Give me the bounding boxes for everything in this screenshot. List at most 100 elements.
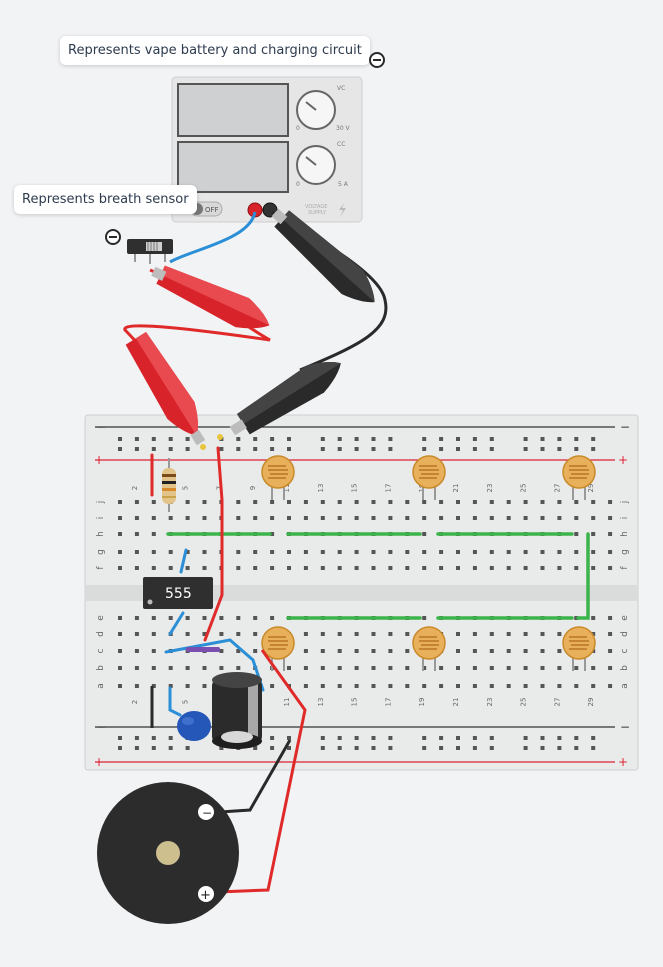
terminal-hole[interactable] bbox=[388, 632, 393, 636]
terminal-hole[interactable] bbox=[489, 666, 494, 670]
rail-hole[interactable] bbox=[472, 746, 477, 750]
terminal-hole[interactable] bbox=[337, 666, 342, 670]
rail-hole[interactable] bbox=[185, 746, 190, 750]
terminal-hole[interactable] bbox=[523, 516, 528, 520]
rail-hole[interactable] bbox=[320, 736, 325, 740]
terminal-hole[interactable] bbox=[236, 566, 241, 570]
rail-hole[interactable] bbox=[270, 437, 275, 441]
rail-hole[interactable] bbox=[270, 746, 275, 750]
buzzer-negative-wire[interactable] bbox=[219, 739, 292, 814]
rail-hole[interactable] bbox=[151, 437, 156, 441]
photoresistor[interactable] bbox=[562, 626, 596, 671]
terminal-hole[interactable] bbox=[320, 516, 325, 520]
rail-hole[interactable] bbox=[422, 437, 427, 441]
rail-hole[interactable] bbox=[219, 746, 224, 750]
rail-hole[interactable] bbox=[168, 447, 173, 451]
terminal-hole[interactable] bbox=[405, 632, 410, 636]
terminal-hole[interactable] bbox=[303, 500, 308, 504]
terminal-hole[interactable] bbox=[253, 516, 258, 520]
rail-hole[interactable] bbox=[557, 437, 562, 441]
rail-hole[interactable] bbox=[540, 746, 545, 750]
blue-supply-lead[interactable] bbox=[169, 211, 257, 264]
terminal-hole[interactable] bbox=[337, 516, 342, 520]
terminal-hole[interactable] bbox=[608, 566, 613, 570]
rail-hole[interactable] bbox=[270, 736, 275, 740]
terminal-hole[interactable] bbox=[456, 550, 460, 554]
terminal-hole[interactable] bbox=[303, 632, 308, 636]
terminal-hole[interactable] bbox=[337, 550, 342, 554]
terminal-hole[interactable] bbox=[371, 516, 376, 520]
terminal-hole[interactable] bbox=[202, 666, 207, 670]
black-clip-2[interactable] bbox=[224, 350, 350, 445]
rail-hole[interactable] bbox=[388, 447, 393, 451]
terminal-hole[interactable] bbox=[472, 649, 477, 653]
terminal-hole[interactable] bbox=[354, 516, 359, 520]
rail-hole[interactable] bbox=[523, 447, 528, 451]
rail-hole[interactable] bbox=[591, 746, 596, 750]
terminal-hole[interactable] bbox=[523, 666, 528, 670]
rail-hole[interactable] bbox=[591, 447, 596, 451]
terminal-hole[interactable] bbox=[202, 566, 207, 570]
terminal-hole[interactable] bbox=[557, 684, 562, 688]
terminal-hole[interactable] bbox=[118, 566, 122, 570]
rail-hole[interactable] bbox=[337, 736, 342, 740]
terminal-hole[interactable] bbox=[168, 666, 173, 670]
rail-hole[interactable] bbox=[118, 447, 122, 451]
terminal-hole[interactable] bbox=[506, 516, 511, 520]
terminal-hole[interactable] bbox=[134, 684, 139, 688]
rail-hole[interactable] bbox=[371, 447, 376, 451]
terminal-hole[interactable] bbox=[371, 649, 376, 653]
terminal-hole[interactable] bbox=[151, 500, 156, 504]
terminal-hole[interactable] bbox=[371, 632, 376, 636]
buzzer-positive-wire[interactable] bbox=[217, 649, 307, 894]
terminal-hole[interactable] bbox=[456, 516, 460, 520]
terminal-hole[interactable] bbox=[439, 566, 444, 570]
terminal-hole[interactable] bbox=[591, 500, 596, 504]
terminal-hole[interactable] bbox=[168, 616, 173, 620]
terminal-hole[interactable] bbox=[422, 550, 427, 554]
rail-hole[interactable] bbox=[134, 437, 139, 441]
terminal-hole[interactable] bbox=[506, 666, 511, 670]
terminal-hole[interactable] bbox=[608, 500, 613, 504]
rail-hole[interactable] bbox=[134, 746, 139, 750]
terminal-hole[interactable] bbox=[489, 550, 494, 554]
terminal-hole[interactable] bbox=[236, 649, 241, 653]
terminal-hole[interactable] bbox=[422, 666, 427, 670]
terminal-hole[interactable] bbox=[354, 649, 359, 653]
rail-hole[interactable] bbox=[219, 447, 224, 451]
terminal-hole[interactable] bbox=[354, 632, 359, 636]
terminal-hole[interactable] bbox=[236, 550, 241, 554]
terminal-hole[interactable] bbox=[185, 500, 190, 504]
terminal-hole[interactable] bbox=[591, 684, 596, 688]
rail-hole[interactable] bbox=[388, 437, 393, 441]
terminal-hole[interactable] bbox=[540, 666, 545, 670]
terminal-hole[interactable] bbox=[405, 566, 410, 570]
terminal-hole[interactable] bbox=[185, 566, 190, 570]
rail-hole[interactable] bbox=[456, 736, 460, 740]
rail-hole[interactable] bbox=[151, 447, 156, 451]
terminal-hole[interactable] bbox=[557, 632, 562, 636]
terminal-hole[interactable] bbox=[118, 649, 122, 653]
photoresistor[interactable] bbox=[261, 455, 295, 500]
terminal-hole[interactable] bbox=[405, 666, 410, 670]
blue-wires[interactable] bbox=[164, 548, 265, 717]
rail-hole[interactable] bbox=[371, 746, 376, 750]
terminal-hole[interactable] bbox=[371, 500, 376, 504]
terminal-hole[interactable] bbox=[287, 566, 291, 570]
terminal-hole[interactable] bbox=[540, 566, 545, 570]
terminal-hole[interactable] bbox=[371, 684, 376, 688]
rail-hole[interactable] bbox=[472, 736, 477, 740]
power-supply[interactable]: VC CC 0 30 V 0 5 A OFF VOLTAGE SUPPLY bbox=[171, 76, 363, 223]
terminal-hole[interactable] bbox=[236, 666, 241, 670]
buzzer-positive-terminal[interactable] bbox=[198, 886, 214, 902]
terminal-hole[interactable] bbox=[236, 632, 241, 636]
terminal-hole[interactable] bbox=[591, 616, 596, 620]
photoresistors[interactable] bbox=[261, 455, 596, 671]
terminal-hole[interactable] bbox=[118, 616, 122, 620]
terminal-hole[interactable] bbox=[320, 649, 325, 653]
terminal-hole[interactable] bbox=[287, 666, 291, 670]
terminal-hole[interactable] bbox=[557, 550, 562, 554]
terminal-hole[interactable] bbox=[557, 500, 562, 504]
terminal-hole[interactable] bbox=[608, 616, 613, 620]
buzzer-negative-terminal[interactable] bbox=[198, 804, 214, 820]
